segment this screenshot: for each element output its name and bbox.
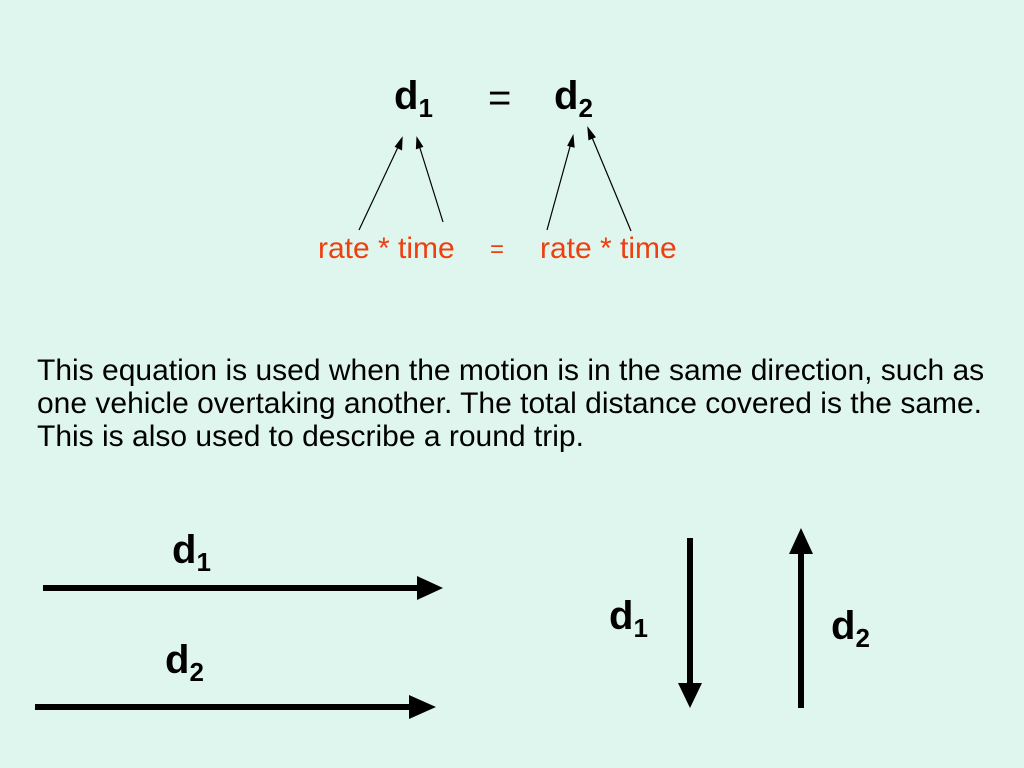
equation-left-term: d1	[394, 74, 433, 121]
same-direction-label-d2: d2	[165, 638, 204, 685]
round-trip-d1-subscript: 1	[633, 613, 648, 643]
same-direction-arrow-d1	[43, 576, 443, 600]
same-direction-d1-letter: d	[172, 528, 197, 572]
expansion-right: rate * time	[540, 232, 677, 265]
equation-left-letter: d	[394, 74, 419, 118]
round-trip-label-d1: d1	[609, 594, 648, 641]
expansion-left: rate * time	[318, 232, 455, 265]
same-direction-arrow-d2	[35, 695, 436, 719]
pointer-rate-to-d2	[546, 133, 575, 231]
same-direction-d1-subscript: 1	[196, 547, 211, 577]
same-direction-label-d1: d1	[172, 528, 211, 575]
pointer-time-to-d1	[415, 136, 444, 223]
round-trip-arrow-down-d1	[678, 538, 702, 708]
round-trip-arrow-up-d2	[789, 528, 813, 708]
expansion-equals-sign: =	[490, 236, 505, 263]
equation-right-letter: d	[554, 74, 579, 118]
equation-right-subscript: 2	[578, 93, 593, 123]
pointer-rate-to-d1	[358, 136, 403, 231]
round-trip-d2-letter: d	[831, 604, 856, 648]
equation-left-subscript: 1	[418, 93, 433, 123]
explanation-paragraph: This equation is used when the motion is…	[37, 354, 985, 453]
pointer-time-to-d2	[587, 126, 632, 232]
round-trip-d1-letter: d	[609, 594, 634, 638]
same-direction-d2-subscript: 2	[189, 657, 204, 687]
round-trip-label-d2: d2	[831, 604, 870, 651]
round-trip-d2-subscript: 2	[855, 623, 870, 653]
equation-equals-sign: =	[488, 76, 512, 120]
equation-right-term: d2	[554, 74, 593, 121]
same-direction-d2-letter: d	[165, 638, 190, 682]
